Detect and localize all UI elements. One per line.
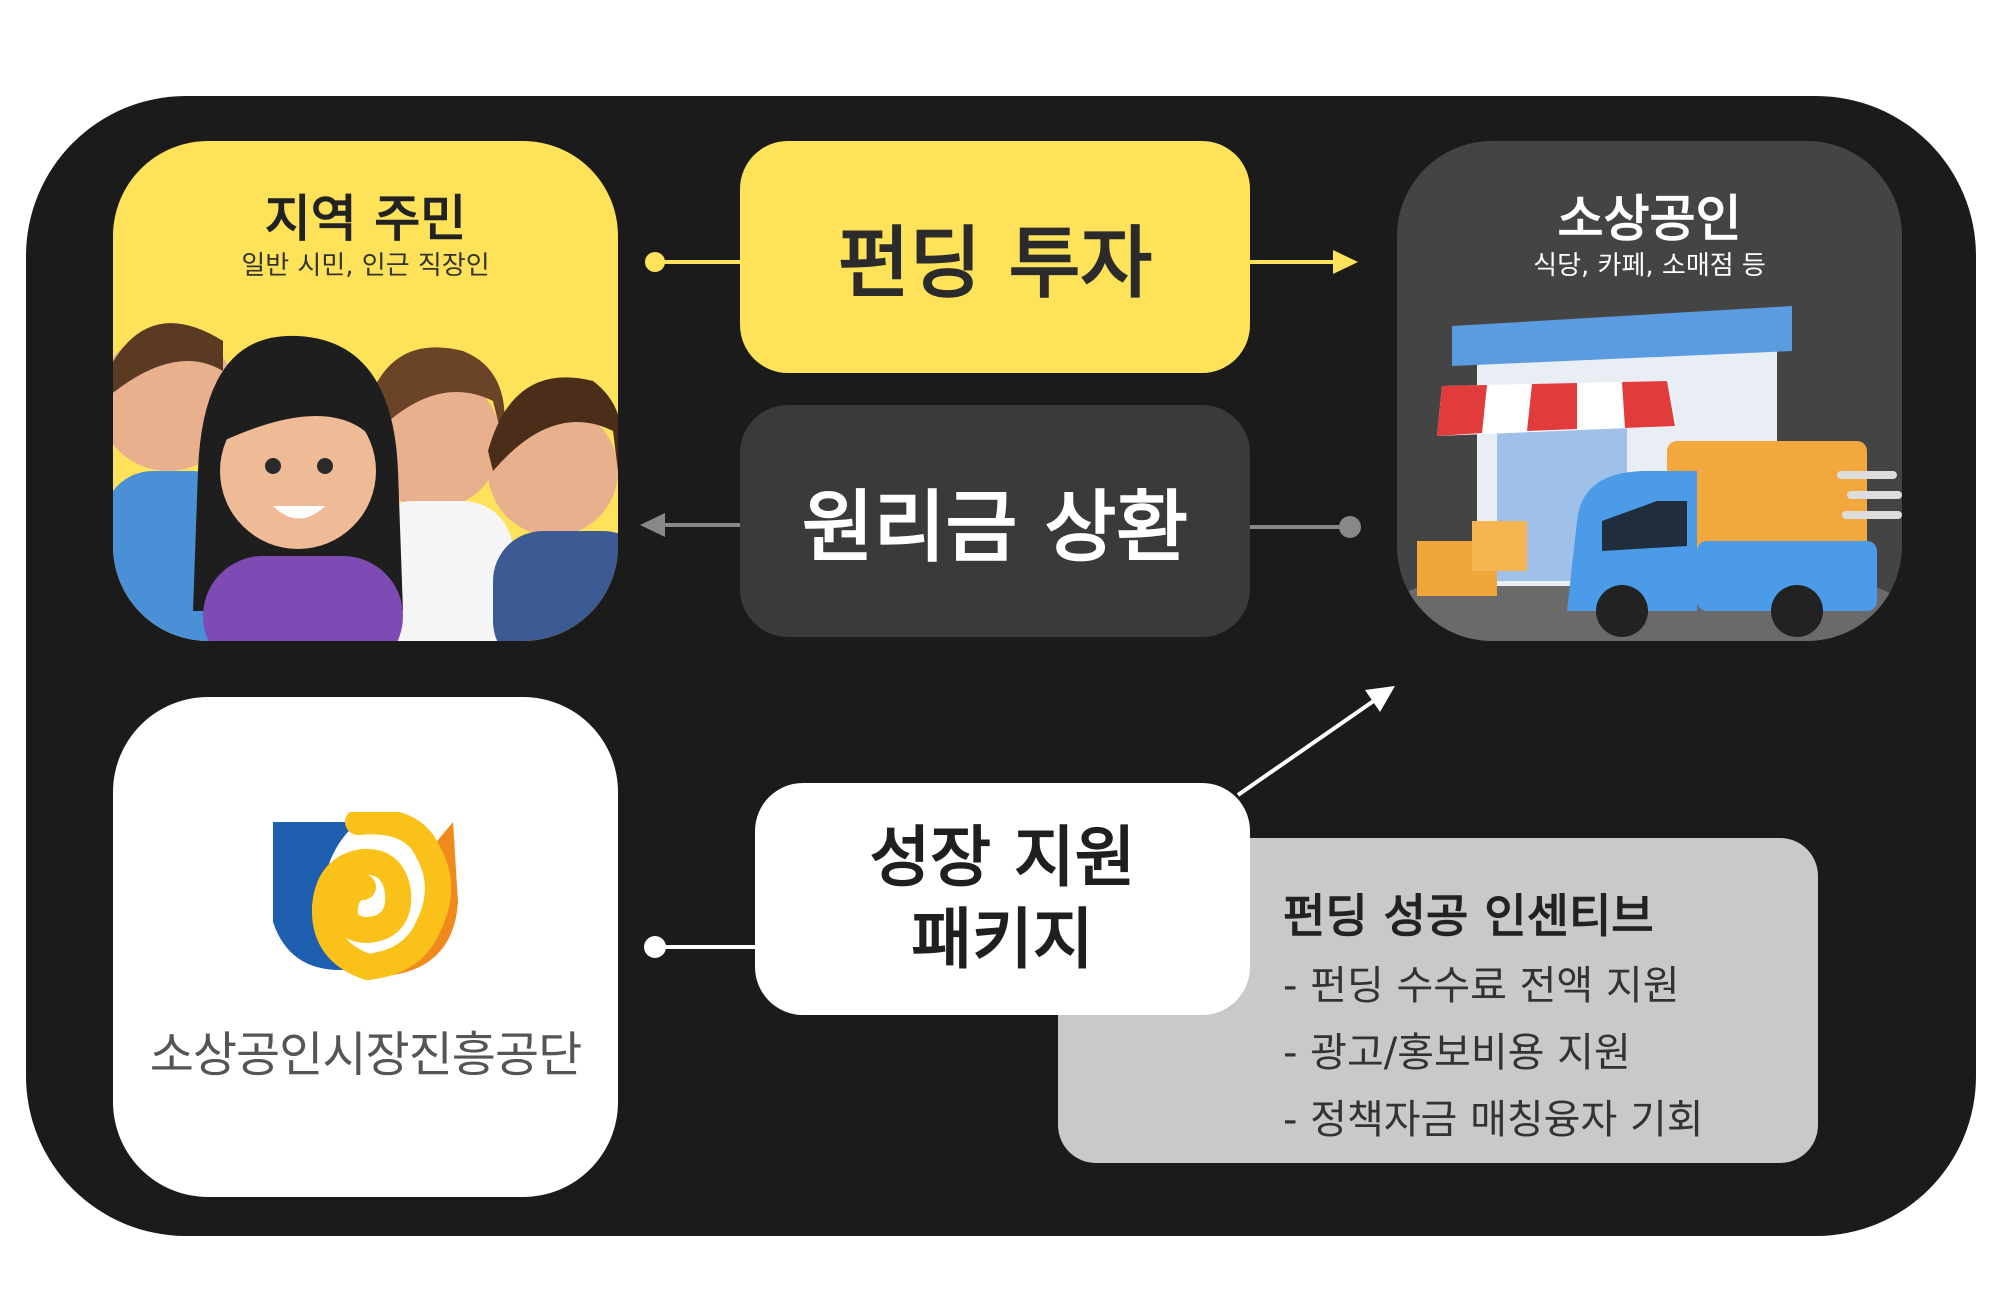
residents-illustration-icon bbox=[113, 323, 618, 641]
growth-label-line1: 성장 지원 bbox=[869, 818, 1136, 896]
incentive-item: - 펀딩 수수료 전액 지원 bbox=[1283, 963, 1680, 1009]
merchants-card: 소상공인 식당, 카페, 소매점 등 bbox=[1397, 141, 1902, 641]
incentive-title: 펀딩 성공 인센티브 bbox=[1283, 889, 1654, 943]
repayment-pill: 원리금 상환 bbox=[740, 405, 1250, 637]
growth-package-pill: 성장 지원 패키지 bbox=[755, 783, 1250, 1015]
agency-card: 소상공인시장진흥공단 bbox=[113, 697, 618, 1197]
incentive-item: - 광고/홍보비용 지원 bbox=[1283, 1030, 1631, 1076]
funding-label: 펀딩 투자 bbox=[837, 219, 1153, 309]
incentive-box: 펀딩 성공 인센티브 - 펀딩 수수료 전액 지원 - 광고/홍보비용 지원 -… bbox=[1058, 838, 1818, 1163]
residents-title: 지역 주민 bbox=[264, 190, 467, 248]
residents-subtitle: 일반 시민, 인근 직장인 bbox=[241, 251, 490, 281]
merchants-title: 소상공인 bbox=[1557, 190, 1742, 248]
residents-card: 지역 주민 일반 시민, 인근 직장인 bbox=[113, 141, 618, 641]
agency-logo-icon bbox=[273, 812, 458, 981]
growth-label-line2: 패키지 bbox=[911, 901, 1094, 978]
merchants-subtitle: 식당, 카페, 소매점 등 bbox=[1533, 251, 1766, 281]
growth-arrowhead-icon bbox=[1365, 686, 1395, 712]
funding-pill: 펀딩 투자 bbox=[740, 141, 1250, 373]
agency-name: 소상공인시장진흥공단 bbox=[149, 1027, 583, 1083]
repay-arrowhead-icon bbox=[640, 513, 665, 537]
funding-arrowhead-icon bbox=[1333, 250, 1358, 274]
repayment-label: 원리금 상환 bbox=[802, 483, 1188, 573]
incentive-item: - 정책자금 매칭융자 기회 bbox=[1283, 1097, 1704, 1143]
store-truck-illustration-icon bbox=[1397, 306, 1902, 641]
